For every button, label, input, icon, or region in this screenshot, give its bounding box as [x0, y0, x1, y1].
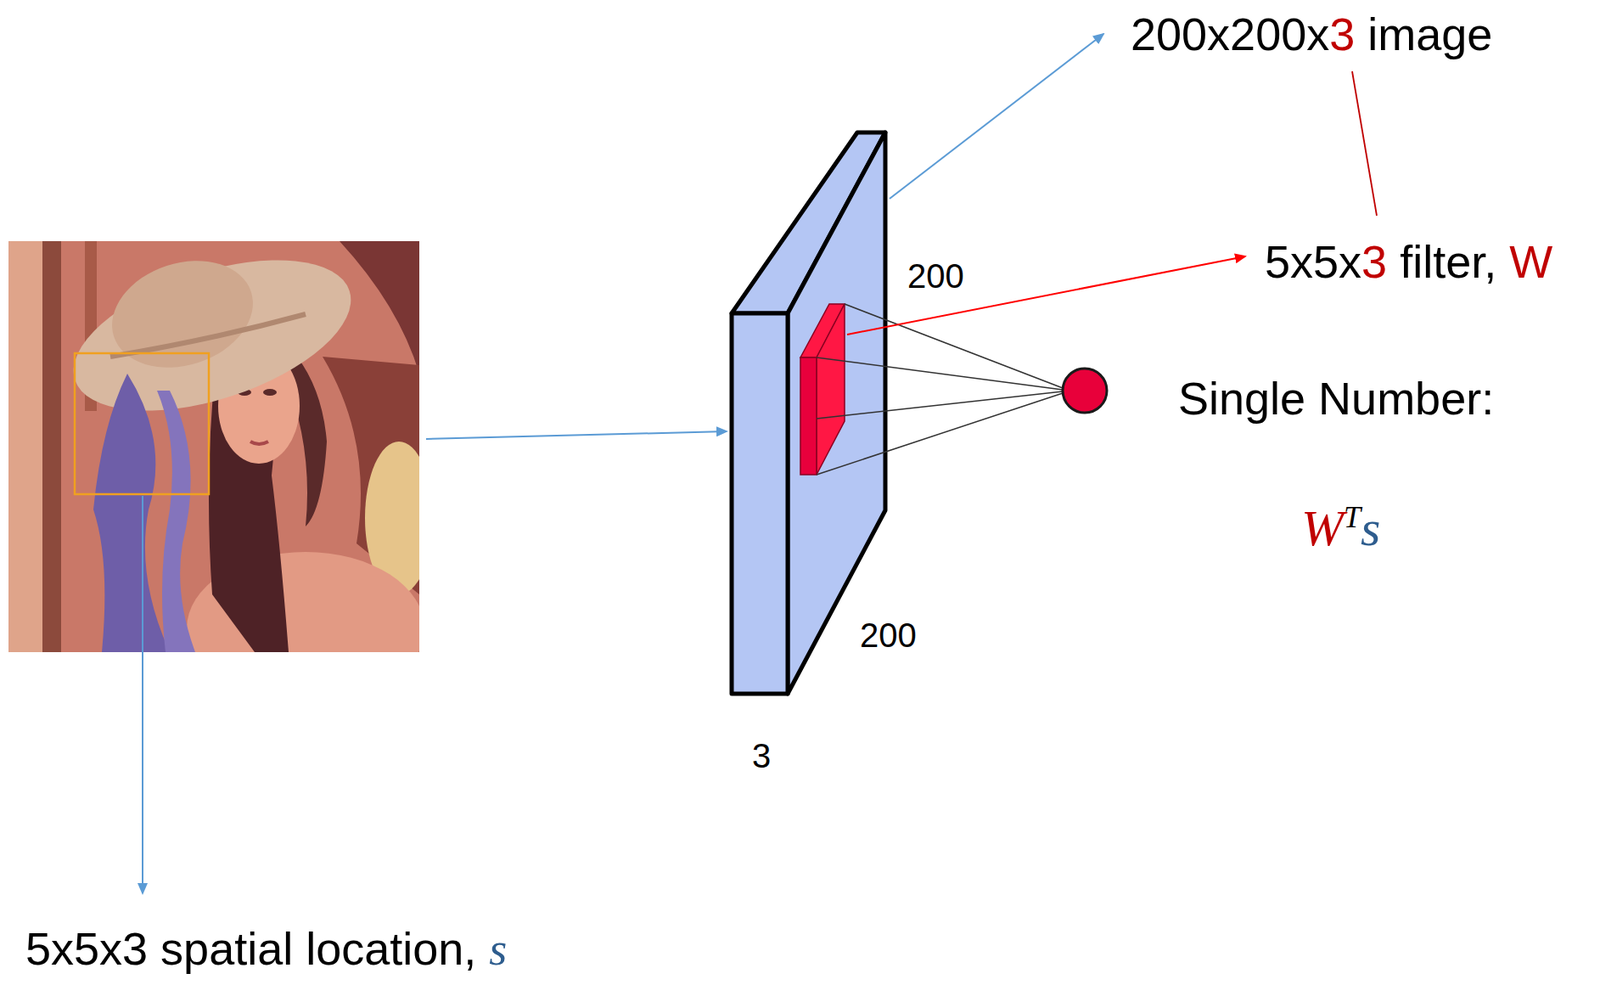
photo-hat-band: [110, 314, 306, 357]
photo-wall: [8, 241, 43, 652]
output-label: Single Number:: [1178, 372, 1494, 424]
filter-front: [800, 357, 817, 475]
filter-label: 5x5x3 filter, W: [1264, 235, 1553, 287]
photo-feather: [157, 390, 196, 652]
filter-arrow: [847, 256, 1246, 335]
text-run: W: [1301, 499, 1344, 556]
projection-line: [816, 392, 1063, 475]
text-run: W: [1509, 235, 1553, 287]
text-run: Single Number:: [1178, 372, 1494, 424]
text-run: 3: [1361, 235, 1387, 287]
patch-outline: [74, 353, 209, 495]
photo-hat-brim: [55, 241, 370, 441]
photo-hat-crown: [98, 243, 268, 386]
text-run: 3: [1329, 8, 1355, 60]
patch-arrow: [141, 495, 144, 893]
channel-link: [1352, 71, 1377, 216]
input-arrow: [426, 431, 727, 439]
slab-front: [731, 313, 788, 694]
patch-label: 5x5x3 spatial location, s: [25, 922, 507, 975]
text-run: 5x5x: [1264, 235, 1362, 287]
filter-side: [816, 303, 845, 475]
output-neuron: [1062, 368, 1107, 413]
text-run: image: [1354, 8, 1493, 60]
text-run: 200x200x: [1130, 8, 1330, 60]
dimension-label: 200: [907, 257, 965, 296]
text-run: 200: [907, 257, 965, 295]
photo-arch: [339, 241, 420, 374]
photo-beam: [42, 241, 62, 652]
dimension-label: 200: [859, 616, 917, 655]
text-run: T: [1343, 499, 1361, 534]
image-arrow: [889, 33, 1104, 199]
projection-line: [816, 357, 1063, 390]
text-run: s: [1360, 499, 1381, 556]
formula: WTs: [1301, 499, 1381, 557]
text-run: 3: [752, 736, 771, 775]
text-run: filter,: [1386, 235, 1510, 287]
photo: [8, 241, 420, 652]
photo-eye: [263, 388, 277, 396]
text-run: 5x5x3 spatial location,: [25, 922, 489, 974]
dimension-label: 3: [752, 736, 771, 775]
photo-mouth: [250, 441, 269, 444]
text-run: 200: [859, 616, 917, 654]
text-run: s: [488, 923, 507, 975]
photo-feather: [93, 373, 170, 652]
image-size-label: 200x200x3 image: [1130, 8, 1493, 60]
